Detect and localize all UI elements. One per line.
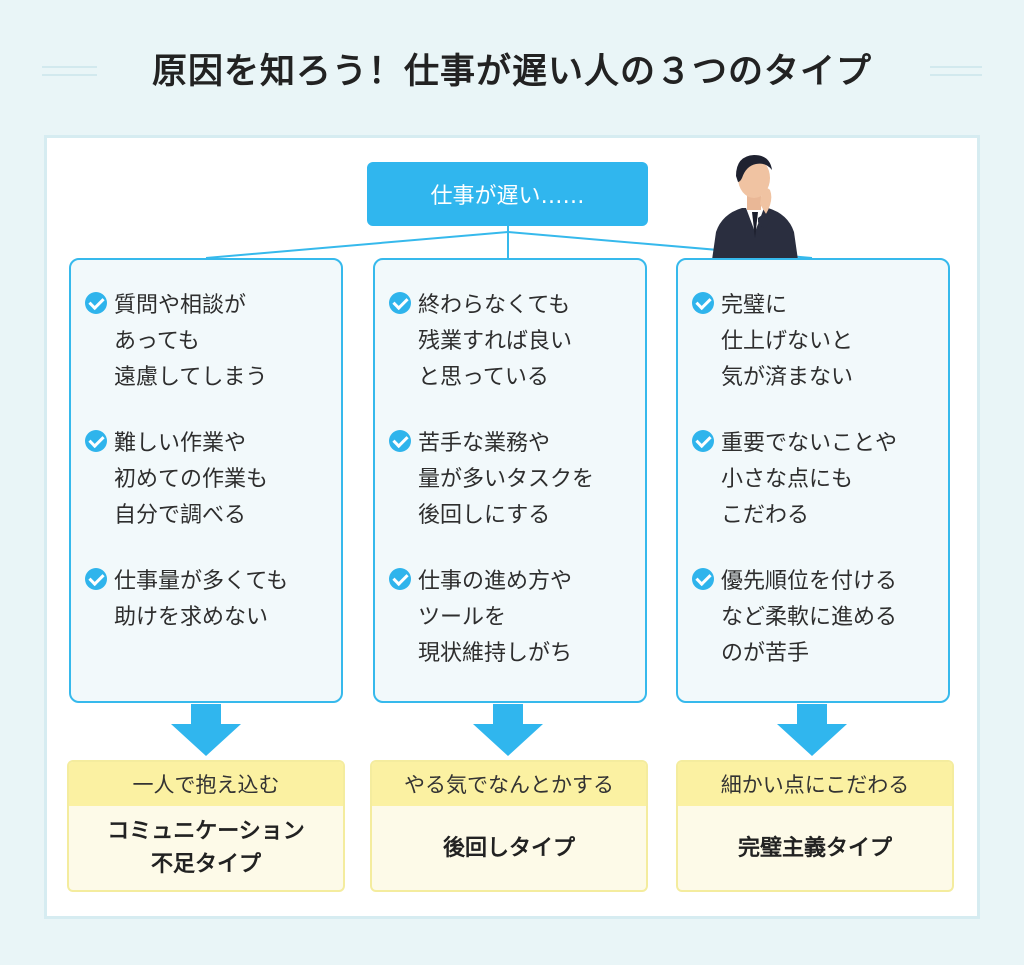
list-item-text: 仕事の進め方や ツールを 現状維持しがち <box>418 569 573 666</box>
list-item-text: 終わらなくても 残業すれば良い と思っている <box>418 293 573 390</box>
title-area: 原因を知ろう！仕事が遅い人の３つのタイプ <box>0 44 1024 100</box>
list-item-text: 重要でないことや 小さな点にも こだわる <box>721 431 898 528</box>
cause-column-perfectionism: 完璧に 仕上げないと 気が済まない 重要でないことや 小さな点にも こだわる 優… <box>676 258 950 703</box>
result-card-perfectionism: 細かい点にこだわる 完璧主義タイプ <box>676 760 954 892</box>
check-circle-icon <box>85 292 107 314</box>
thinking-person-illustration <box>700 148 810 260</box>
check-circle-icon <box>389 292 411 314</box>
top-label-box: 仕事が遅い…… <box>367 162 648 226</box>
result-card-communication: 一人で抱え込む コミュニケーション 不足タイプ <box>67 760 345 892</box>
cause-column-communication: 質問や相談が あっても 遠慮してしまう 難しい作業や 初めての作業も 自分で調べ… <box>69 258 343 703</box>
title-decoration-line <box>42 66 97 68</box>
list-item-text: 苦手な業務や 量が多いタスクを 後回しにする <box>418 431 595 528</box>
result-type-label: 後回しタイプ <box>442 835 575 861</box>
arrow-down-icon <box>473 704 543 756</box>
list-item-text: 難しい作業や 初めての作業も 自分で調べる <box>114 431 269 528</box>
title-decoration-line <box>930 74 982 76</box>
result-heading: 細かい点にこだわる <box>678 762 952 806</box>
check-circle-icon <box>85 430 107 452</box>
title-decoration-line <box>930 66 982 68</box>
result-heading: やる気でなんとかする <box>372 762 646 806</box>
arrow-down-icon <box>777 704 847 756</box>
check-circle-icon <box>389 568 411 590</box>
title-decoration-line <box>42 74 97 76</box>
result-card-procrastination: やる気でなんとかする 後回しタイプ <box>370 760 648 892</box>
cause-column-procrastination: 終わらなくても 残業すれば良い と思っている 苦手な業務や 量が多いタスクを 後… <box>373 258 647 703</box>
list-item-text: 優先順位を付ける など柔軟に進める のが苦手 <box>721 569 898 666</box>
check-circle-icon <box>692 568 714 590</box>
check-circle-icon <box>85 568 107 590</box>
result-type-label: 完璧主義タイプ <box>737 835 892 861</box>
result-heading: 一人で抱え込む <box>69 762 343 806</box>
list-item-text: 質問や相談が あっても 遠慮してしまう <box>114 293 268 390</box>
page-title: 原因を知ろう！仕事が遅い人の３つのタイプ <box>151 52 872 92</box>
result-type-label: コミュニケーション 不足タイプ <box>107 819 305 877</box>
list-item-text: 完璧に 仕上げないと 気が済まない <box>721 293 854 390</box>
check-circle-icon <box>692 430 714 452</box>
list-item-text: 仕事量が多くても 助けを求めない <box>114 569 289 630</box>
top-label: 仕事が遅い…… <box>430 184 585 209</box>
check-circle-icon <box>389 430 411 452</box>
check-circle-icon <box>692 292 714 314</box>
arrow-down-icon <box>171 704 241 756</box>
